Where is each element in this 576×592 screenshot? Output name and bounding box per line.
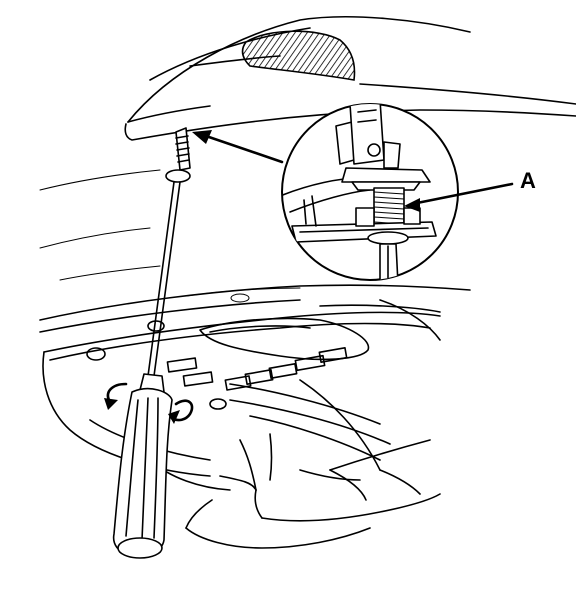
screwdriver <box>104 127 194 559</box>
lower-panel <box>42 299 441 477</box>
hatched-vent <box>241 30 356 81</box>
handle-end <box>117 537 163 559</box>
turn-arrow-right <box>170 399 194 422</box>
callout-a-leader <box>404 182 514 212</box>
arrow-head-icon <box>104 398 118 410</box>
mount-hole <box>230 293 250 303</box>
clip-head <box>165 169 191 183</box>
upper-panel <box>124 15 576 141</box>
arrow-head-icon <box>168 410 180 424</box>
callout-label-a: A <box>520 168 536 193</box>
body-contours <box>39 169 471 333</box>
lower-body <box>149 433 441 549</box>
detail-circle <box>281 103 459 281</box>
grommet-hole <box>86 347 106 361</box>
pointer-arrow <box>192 130 284 164</box>
grommet-hole <box>209 398 227 410</box>
